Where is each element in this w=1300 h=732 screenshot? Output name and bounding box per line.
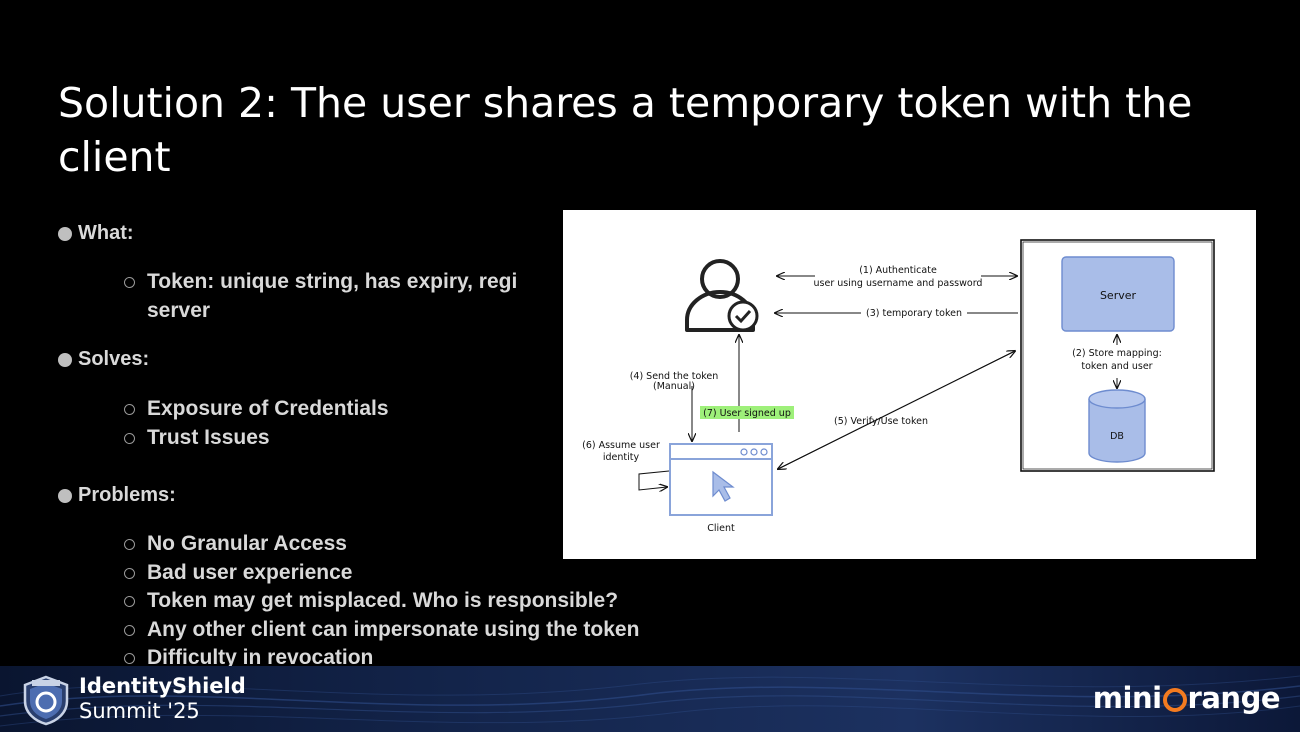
- bullet-ring-icon: [124, 653, 135, 664]
- client-label: Client: [707, 523, 735, 534]
- section-solves: Solves:: [58, 348, 758, 371]
- list-item: Trust Issues: [124, 424, 764, 453]
- list-item: Token: unique string, has expiry, regi: [124, 268, 764, 297]
- logo-o-icon: [1162, 688, 1187, 712]
- step2-label-1: (2) Store mapping:: [1072, 348, 1162, 359]
- heading-what: What:: [58, 222, 758, 245]
- slide-title: Solution 2: The user shares a temporary …: [58, 79, 1193, 181]
- brand-subtitle: Summit '25: [79, 699, 200, 723]
- logo-text-suffix: range: [1187, 681, 1281, 715]
- what-items: Token: unique string, has expiry, regi s…: [124, 268, 764, 325]
- bullet-ring-icon: [124, 404, 135, 415]
- server-boundary: [1020, 239, 1215, 472]
- footer-bar: [0, 666, 1300, 732]
- db-cylinder: [1088, 389, 1146, 463]
- step2-label-2: token and user: [1081, 361, 1152, 372]
- diagram-canvas: Server DB (2) Store mapping: token and u…: [582, 239, 1215, 534]
- list-item: Any other client can impersonate using t…: [124, 616, 764, 645]
- heading-problems: Problems:: [58, 484, 758, 507]
- client-window: [669, 443, 773, 516]
- shield-badge-icon: [23, 675, 69, 726]
- db-label: DB: [1110, 431, 1124, 442]
- section-problems: Problems:: [58, 484, 758, 507]
- solves-items: Exposure of Credentials Trust Issues: [124, 395, 764, 452]
- list-item: Token may get misplaced. Who is responsi…: [124, 587, 764, 616]
- signed-up-highlight: [700, 406, 794, 419]
- footer-wave-pattern: [0, 675, 1300, 727]
- bullet-ring-icon: [124, 539, 135, 550]
- step5-label: (5) Verify/Use token: [834, 416, 928, 427]
- bullet-dot-icon: [58, 352, 72, 367]
- bullet-ring-icon: [124, 277, 135, 288]
- problems-items: No Granular Access Bad user experience T…: [124, 530, 764, 673]
- section-what: What:: [58, 222, 758, 245]
- step6-label-1: (6) Assume user: [582, 440, 660, 451]
- heading-solves: Solves:: [58, 348, 758, 371]
- list-item: Difficulty in revocation: [124, 644, 764, 673]
- step7-label: (7) User signed up: [703, 408, 791, 419]
- bullet-ring-icon: [124, 567, 135, 579]
- step3-label: (3) temporary token: [866, 308, 962, 319]
- list-item-continuation: server: [147, 298, 211, 322]
- step4-label-2: (Manual): [653, 381, 695, 392]
- bullet-dot-icon: [58, 488, 72, 503]
- server-box: [1061, 256, 1175, 332]
- list-item: No Granular Access: [124, 530, 764, 559]
- bullet-ring-icon: [124, 432, 135, 444]
- brand-name: IdentityShield: [79, 674, 246, 698]
- step4-label-1: (4) Send the token: [630, 371, 719, 382]
- user-icon: [685, 259, 759, 332]
- server-label: Server: [1100, 289, 1137, 302]
- list-item: Bad user experience: [124, 559, 764, 588]
- token-flow-diagram: Server DB (2) Store mapping: token and u…: [563, 210, 1256, 559]
- step6-label-2: identity: [603, 452, 640, 463]
- bullet-ring-icon: [124, 624, 135, 636]
- step1-label-2: user using username and password: [814, 278, 983, 289]
- bullet-dot-icon: [58, 226, 72, 241]
- logo-text-prefix: mini: [1092, 681, 1162, 715]
- miniorange-logo: mini range: [1092, 680, 1281, 716]
- list-item: Exposure of Credentials: [124, 395, 764, 424]
- bullet-ring-icon: [124, 596, 135, 607]
- step1-label-1: (1) Authenticate: [859, 265, 937, 276]
